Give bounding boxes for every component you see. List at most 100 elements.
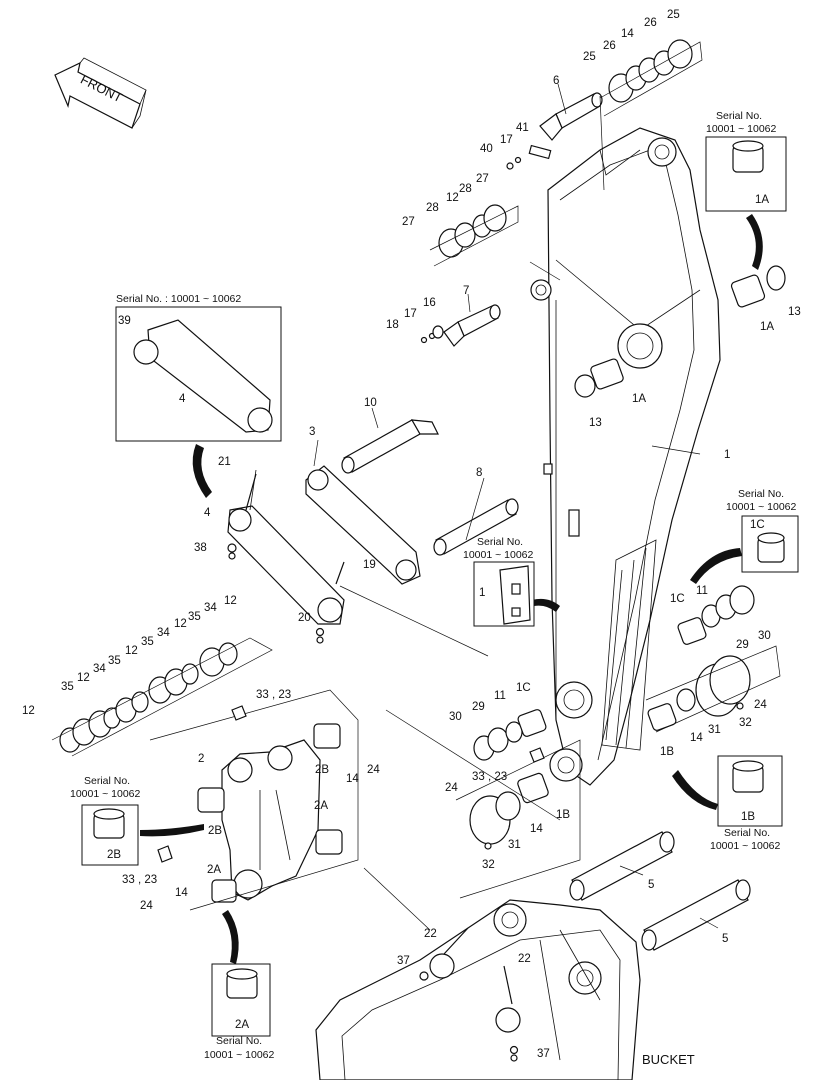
- callout: 2A: [207, 864, 221, 876]
- bucket-label: BUCKET: [642, 1052, 695, 1067]
- callout-labels: 25 26 14 26 25 6 41 17 40 27 28 12 28 27…: [22, 9, 801, 1060]
- callout: 7: [463, 285, 469, 297]
- serial-box-right-mid: Serial No. 10001 ~ 10062 1C: [726, 488, 799, 573]
- callout: 32: [482, 859, 495, 871]
- serial-heading: Serial No.: [84, 775, 130, 787]
- callout: 41: [516, 122, 529, 134]
- seal-stack-left: [51, 637, 273, 757]
- arrow-1b-icon: [672, 770, 718, 810]
- callout: 28: [426, 202, 439, 214]
- callout: 32: [739, 717, 752, 729]
- callout: 11: [696, 585, 708, 597]
- leader-lines: [313, 83, 719, 931]
- callout: 33 , 23: [122, 874, 157, 886]
- callout: 14: [530, 823, 543, 835]
- callout: 17: [404, 308, 417, 320]
- callout: 2B: [315, 764, 329, 776]
- seal-stack-right-upper: [677, 585, 755, 645]
- callout: 37: [397, 955, 410, 967]
- serial-part: 1A: [755, 194, 769, 206]
- callout: 14: [175, 887, 188, 899]
- callout: 19: [363, 559, 376, 571]
- serial-range: 10001 ~ 10062: [463, 549, 534, 561]
- serial-heading: Serial No.: [216, 1035, 262, 1047]
- callout: 12: [174, 618, 187, 630]
- callout: 1B: [556, 809, 570, 821]
- callout: 12: [77, 672, 90, 684]
- callout: 1A: [632, 393, 646, 405]
- callout: 24: [445, 782, 458, 794]
- serial-range: 10001 ~ 10062: [204, 1049, 275, 1061]
- serial-box-arm-small: Serial No. 10001 ~ 10062 1: [463, 536, 535, 627]
- serial-box-top-right: Serial No. 10001 ~ 10062 1A: [705, 110, 787, 212]
- callout: 13: [788, 306, 801, 318]
- pin-8: [433, 498, 519, 556]
- serial-part: 1: [479, 587, 485, 599]
- serial-part: 2A: [235, 1019, 249, 1031]
- callout: 5: [648, 879, 654, 891]
- callout: 26: [644, 17, 657, 29]
- callout: 35: [108, 655, 121, 667]
- arrow-1c-icon: [690, 548, 742, 584]
- serial-box-left-mid: Serial No. 10001 ~ 10062 2B: [70, 775, 141, 866]
- callout: 34: [93, 663, 106, 675]
- callout: 24: [367, 764, 380, 776]
- callout: 35: [141, 636, 154, 648]
- callout: 10: [364, 397, 377, 409]
- callout: 27: [476, 173, 489, 185]
- callout: 4: [204, 507, 211, 519]
- callout: 12: [125, 645, 138, 657]
- callout: 33 , 23: [472, 771, 507, 783]
- callout: 11: [494, 690, 506, 702]
- callout: 1C: [516, 682, 531, 694]
- callout: 1B: [660, 746, 674, 758]
- callout: 26: [603, 40, 616, 52]
- callout: 35: [188, 611, 201, 623]
- callout: 5: [722, 933, 728, 945]
- serial-ring-part: 39: [118, 315, 131, 327]
- arrow-2b-icon: [140, 824, 204, 837]
- callout: 18: [386, 319, 399, 331]
- callout: 29: [736, 639, 749, 651]
- callout: 34: [204, 602, 217, 614]
- arrow-arm-icon: [532, 598, 560, 612]
- callout: 8: [476, 467, 482, 479]
- callout: 40: [480, 143, 493, 155]
- link-2: [149, 689, 359, 911]
- serial-heading: Serial No.: [738, 488, 784, 500]
- seal-stack-mid: [429, 204, 519, 267]
- serial-range: 10001 ~ 10062: [710, 840, 781, 852]
- serial-range: 10001 ~ 10062: [706, 123, 777, 135]
- callout: 37: [537, 1048, 550, 1060]
- pin-7: [443, 304, 501, 347]
- pin-10: [341, 419, 439, 474]
- front-arrow-icon: FRONT: [54, 57, 147, 129]
- serial-heading: Serial No. : 10001 ~ 10062: [116, 293, 241, 305]
- callout: 20: [298, 612, 311, 624]
- callout: 24: [140, 900, 153, 912]
- callout: 25: [667, 9, 680, 21]
- arrow-2a-icon: [222, 910, 239, 964]
- serial-part: 1C: [750, 519, 765, 531]
- callout: 1C: [670, 593, 685, 605]
- callout: 21: [218, 456, 231, 468]
- serial-heading: Serial No.: [477, 536, 523, 548]
- fasteners: [157, 144, 744, 1062]
- seal-stack-center: [455, 709, 581, 899]
- callout: 27: [402, 216, 415, 228]
- callout: 35: [61, 681, 74, 693]
- seal-stack-top: [599, 39, 703, 117]
- callout: 3: [309, 426, 315, 438]
- callout: 13: [589, 417, 602, 429]
- callout: 14: [621, 28, 634, 40]
- callout: 38: [194, 542, 207, 554]
- callout: 2: [198, 753, 204, 765]
- swoosh-arrows: [140, 214, 763, 964]
- serial-link-part: 4: [179, 393, 186, 405]
- serial-box-link: Serial No. : 10001 ~ 10062 39 4: [116, 293, 241, 405]
- callout: 1: [724, 449, 730, 461]
- serial-range: 10001 ~ 10062: [70, 788, 141, 800]
- callout: 22: [424, 928, 437, 940]
- callout: 14: [346, 773, 359, 785]
